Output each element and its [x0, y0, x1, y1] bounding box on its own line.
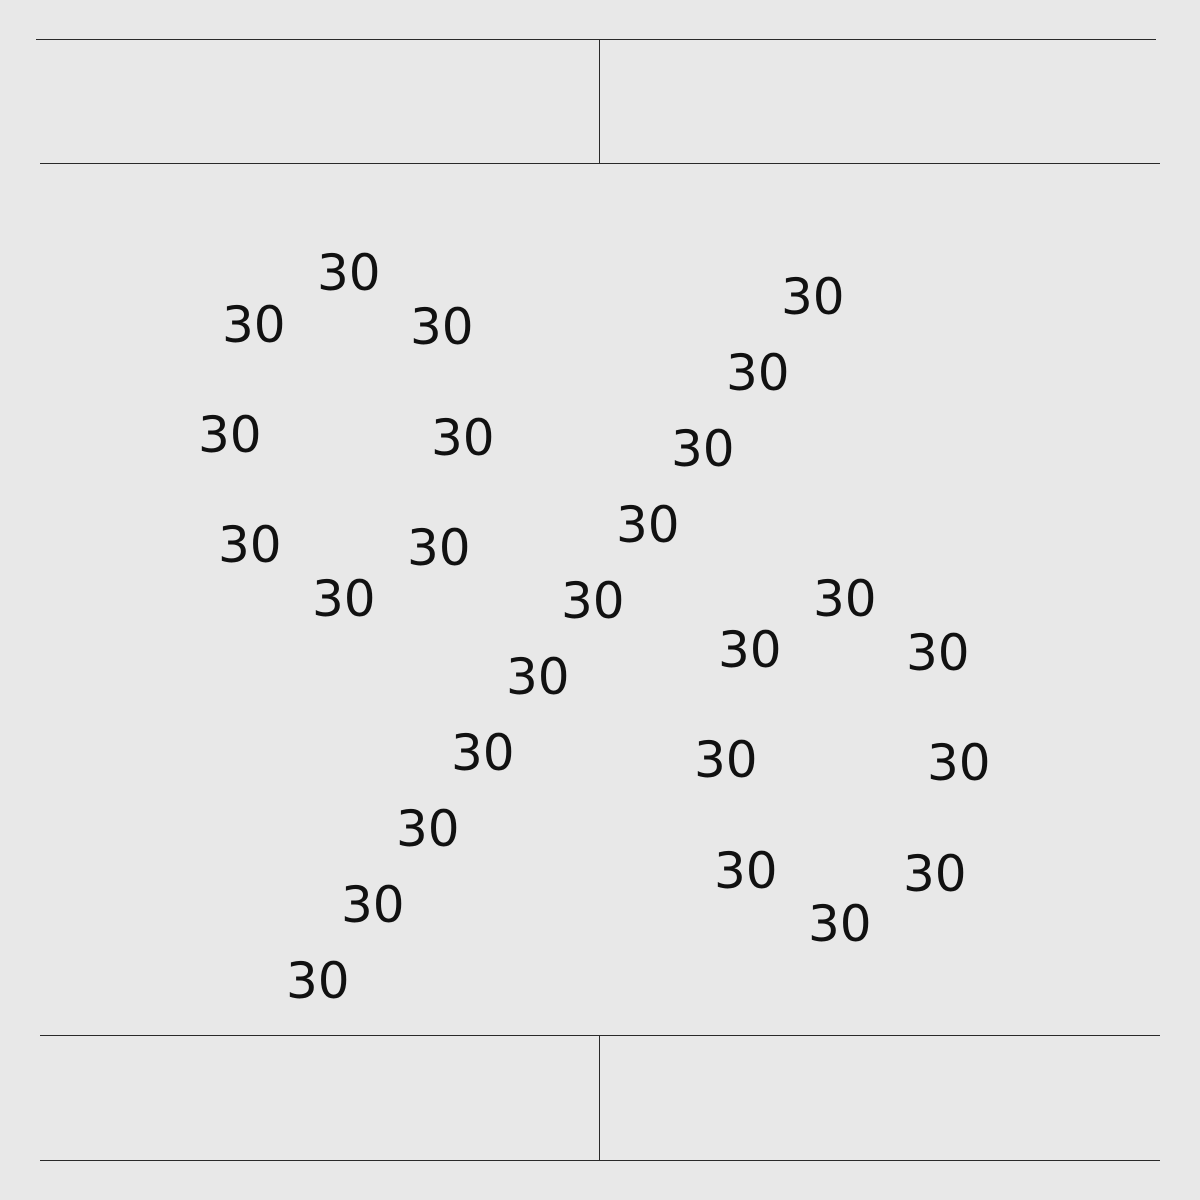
number-label: 30	[813, 570, 877, 628]
number-label: 30	[714, 842, 778, 900]
number-label: 30	[312, 570, 376, 628]
bottom-divider-line	[599, 1035, 600, 1161]
number-label: 30	[451, 724, 515, 782]
number-label: 30	[222, 296, 286, 354]
number-label: 30	[671, 420, 735, 478]
number-label: 30	[561, 572, 625, 630]
number-label: 30	[694, 731, 758, 789]
number-label: 30	[718, 621, 782, 679]
bottom-border-line	[40, 1160, 1160, 1161]
bottom-left-panel	[40, 1036, 599, 1160]
top-right-panel	[600, 40, 1156, 163]
number-label: 30	[927, 734, 991, 792]
number-label: 30	[218, 516, 282, 574]
top-divider-line	[599, 39, 600, 164]
number-label: 30	[341, 876, 405, 934]
number-label: 30	[906, 624, 970, 682]
number-label: 30	[506, 648, 570, 706]
number-label: 30	[410, 298, 474, 356]
number-label: 30	[431, 409, 495, 467]
number-label: 30	[808, 895, 872, 953]
number-label: 30	[903, 845, 967, 903]
top-left-panel	[36, 40, 599, 163]
number-label: 30	[198, 406, 262, 464]
number-label: 30	[317, 244, 381, 302]
number-label: 30	[396, 800, 460, 858]
bottom-right-panel	[600, 1036, 1160, 1160]
number-label: 30	[286, 952, 350, 1010]
top-bottom-line	[40, 163, 1160, 164]
bottom-top-line	[40, 1035, 1160, 1036]
number-label: 30	[726, 344, 790, 402]
top-border-line	[36, 39, 1156, 40]
number-label: 30	[407, 519, 471, 577]
number-label: 30	[781, 268, 845, 326]
number-label: 30	[616, 496, 680, 554]
